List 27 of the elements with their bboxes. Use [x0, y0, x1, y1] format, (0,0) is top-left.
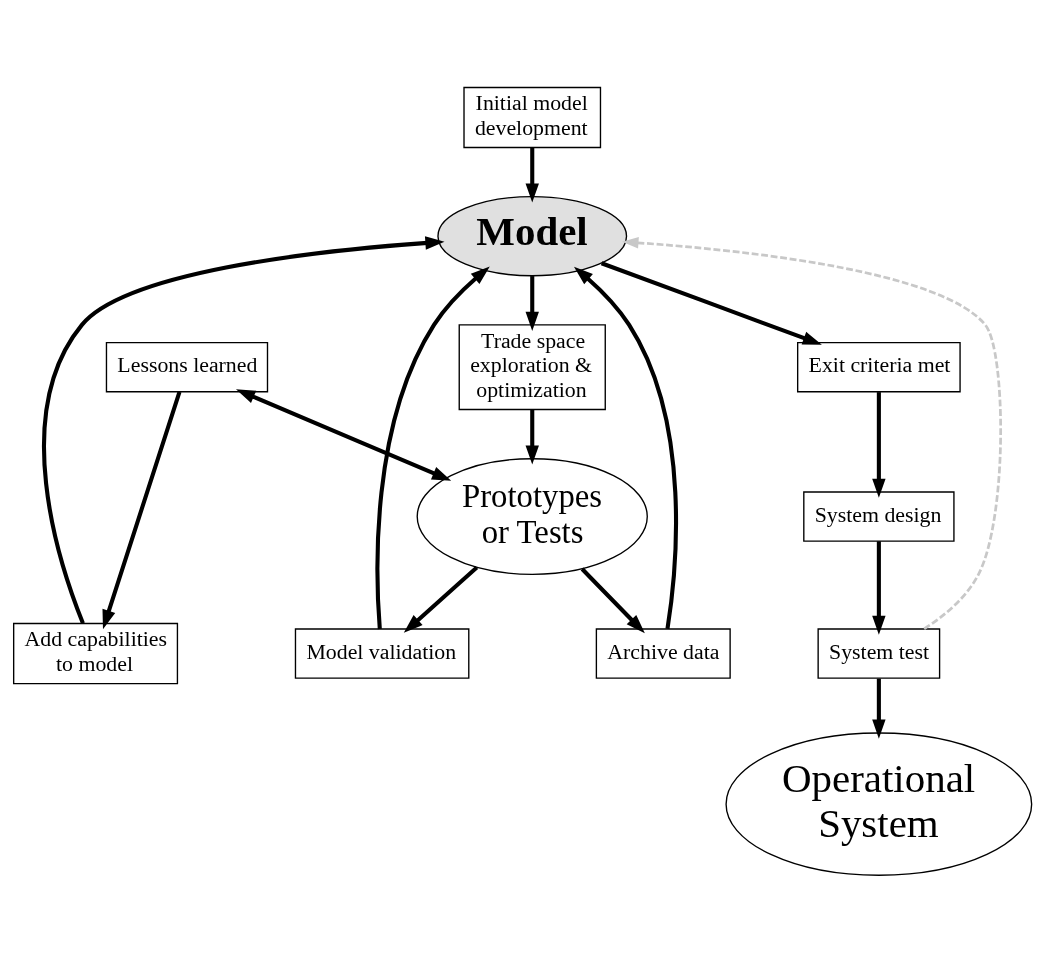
- node-box: Initial model development: [463, 86, 602, 148]
- arrow: [236, 388, 452, 481]
- node-box: Trade space exploration & optimization: [458, 323, 606, 410]
- node-ellipse: Operational System: [725, 731, 1033, 876]
- arrow: [573, 266, 678, 629]
- node-box: Archive data: [595, 627, 731, 679]
- node-ellipse: Prototypes or Tests: [416, 457, 648, 575]
- node-box: System design: [803, 490, 955, 542]
- arrow: [525, 409, 539, 465]
- arrow: [403, 565, 479, 633]
- arrow: [375, 266, 490, 629]
- node-box: Exit criteria met: [797, 341, 961, 392]
- arrow: [525, 147, 539, 203]
- arrow: [102, 390, 182, 629]
- node-ellipse: Model: [437, 195, 628, 276]
- arrow: [622, 236, 1002, 630]
- node-box: Lessons learned: [105, 341, 269, 392]
- arrow: [872, 540, 886, 635]
- arrow: [525, 275, 539, 331]
- arrow: [872, 391, 886, 498]
- arrow: [872, 678, 886, 739]
- node-box: Model validation: [294, 627, 470, 679]
- arrow: [600, 260, 822, 345]
- node-box: System test: [817, 627, 941, 679]
- node-box: Add capabilities to model: [13, 622, 179, 684]
- arrow: [580, 567, 645, 633]
- arrow: [42, 235, 445, 624]
